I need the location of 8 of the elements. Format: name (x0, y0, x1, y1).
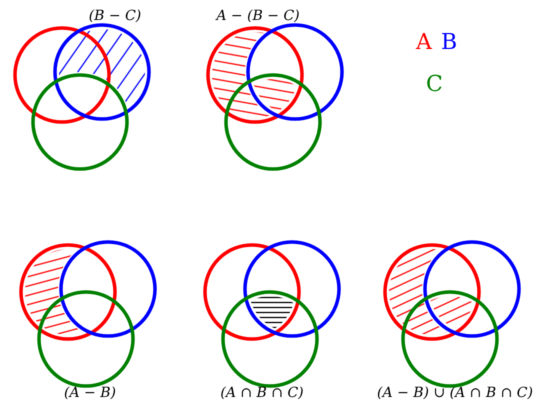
set-expression-caption: A − (B − C) (216, 8, 300, 24)
set-expression-caption: (A − B) ∪ (A ∩ B ∩ C) (377, 385, 533, 401)
legend-label: C (426, 72, 443, 97)
set-expression-caption: (B − C) (88, 8, 142, 24)
set-expression-caption: (A ∩ B ∩ C) (220, 385, 304, 401)
legend-label: B (441, 30, 458, 55)
set-expression-caption: (A − B) (64, 385, 116, 401)
legend-label: A (416, 30, 432, 55)
